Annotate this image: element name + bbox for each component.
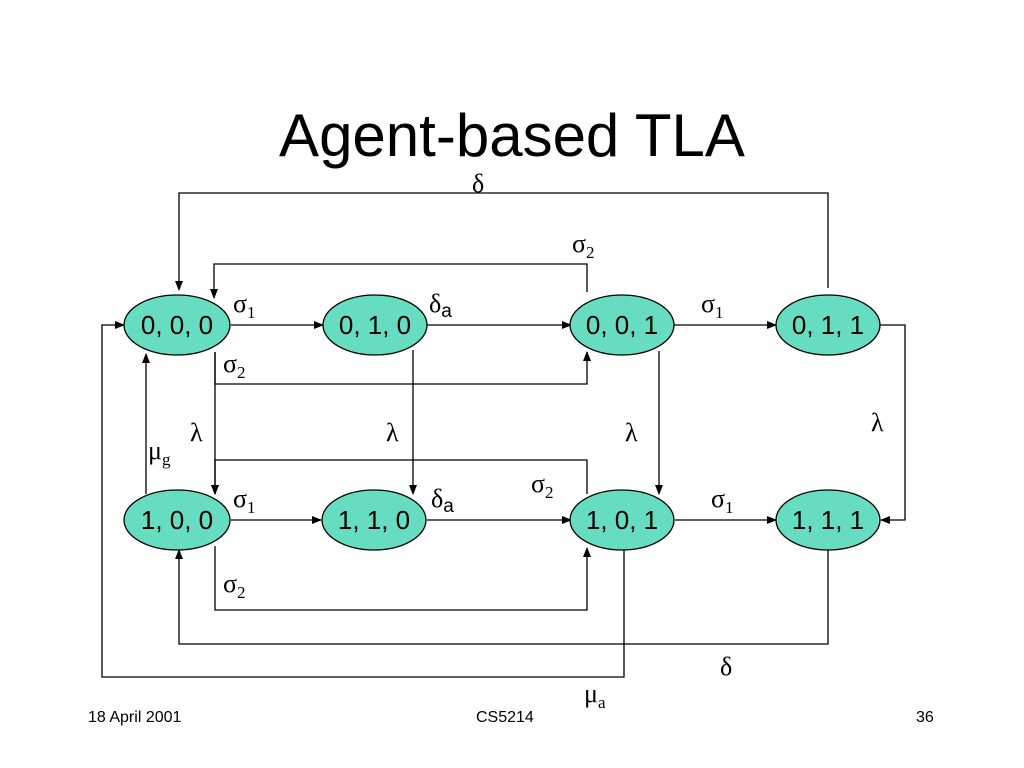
state-node-100: 1, 0, 0 [123, 489, 231, 551]
label-sigma2-mid: σ2 [531, 469, 554, 502]
state-node-000: 0, 0, 0 [123, 294, 231, 356]
footer-course: CS5214 [476, 709, 534, 726]
footer-date: 18 April 2001 [88, 709, 182, 726]
label-sigma1-row2-left: σ1 [233, 484, 256, 517]
edge-001-to-000-sigma2 [210, 263, 588, 299]
state-ellipse [123, 489, 231, 551]
label-sigma1-row1-left: σ1 [233, 289, 256, 322]
label-sigma1-row1-right: σ1 [701, 289, 724, 322]
label-base: μ [584, 679, 598, 708]
label-sigma2-top: σ2 [572, 229, 595, 262]
label-lambda-4: λ [871, 408, 884, 437]
edge-111-to-100-delta [175, 547, 829, 645]
label-sub: 1 [247, 498, 256, 517]
label-sub: a [441, 301, 452, 322]
label-sigma1-row2-right: σ1 [711, 484, 734, 517]
label-sub: 1 [725, 498, 734, 517]
label-sub: a [598, 693, 606, 712]
state-node-001: 0, 0, 1 [569, 294, 675, 356]
label-sub: 1 [715, 303, 724, 322]
label-sub: 2 [237, 363, 246, 382]
label-base: σ [223, 569, 237, 598]
label-base: σ [701, 289, 715, 318]
label-base: δ [431, 484, 443, 513]
state-ellipse [569, 489, 675, 551]
state-ellipse [321, 489, 427, 551]
label-base: σ [572, 229, 586, 258]
edge-000-to-001-sigma2 [214, 351, 591, 385]
label-base: σ [531, 469, 545, 498]
state-node-011: 0, 1, 1 [775, 294, 881, 356]
label-sub: a [443, 496, 454, 517]
state-label: 0, 1, 0 [339, 310, 411, 340]
edge-011-to-000-delta [175, 192, 829, 291]
label-sub: 2 [545, 483, 554, 502]
label-base: σ [223, 349, 237, 378]
label-base: δ [472, 169, 484, 198]
label-delta-a-row2: δa [431, 484, 454, 517]
footer-page-number: 36 [916, 709, 934, 726]
edge-011-to-111-lambda [879, 324, 906, 524]
label-mu-g: μg [148, 436, 171, 469]
label-delta-a-row1: δa [429, 289, 452, 322]
state-ellipse [322, 294, 428, 356]
state-label: 1, 0, 1 [586, 505, 658, 535]
label-mu-a: μa [584, 679, 606, 712]
edge-101-to-000-mu-a [101, 321, 625, 678]
state-node-010: 0, 1, 0 [322, 294, 428, 356]
state-node-101: 1, 0, 1 [569, 489, 675, 551]
state-node-111: 1, 1, 1 [775, 489, 881, 551]
state-ellipse [775, 294, 881, 356]
label-base: σ [233, 484, 247, 513]
state-label: 0, 0, 0 [141, 310, 213, 340]
label-base: σ [233, 289, 247, 318]
label-sub: 1 [247, 303, 256, 322]
label-delta-top: δ [472, 169, 484, 198]
label-lambda-1: λ [190, 418, 203, 447]
label-base: δ [429, 289, 441, 318]
state-node-110: 1, 1, 0 [321, 489, 427, 551]
label-sub: 2 [237, 583, 246, 602]
state-ellipse [569, 294, 675, 356]
state-label: 1, 1, 0 [338, 505, 410, 535]
label-sigma2-row2: σ2 [223, 569, 246, 602]
state-label: 0, 0, 1 [586, 310, 658, 340]
edge-100-to-101-sigma2 [214, 546, 591, 611]
label-delta-bottom: δ [720, 652, 732, 681]
slide-title: Agent-based TLA [279, 102, 745, 169]
label-sigma2-row1: σ2 [223, 349, 246, 382]
label-base: μ [148, 436, 162, 465]
state-label: 0, 1, 1 [792, 310, 864, 340]
label-base: σ [711, 484, 725, 513]
label-lambda-3: λ [625, 418, 638, 447]
state-label: 1, 0, 0 [141, 505, 213, 535]
state-ellipse [123, 294, 231, 356]
label-sub: g [162, 450, 171, 469]
edge-101-to-100-sigma2 [211, 459, 588, 495]
state-ellipse [775, 489, 881, 551]
label-sub: 2 [586, 243, 595, 262]
label-lambda-2: λ [386, 418, 399, 447]
state-label: 1, 1, 1 [792, 505, 864, 535]
